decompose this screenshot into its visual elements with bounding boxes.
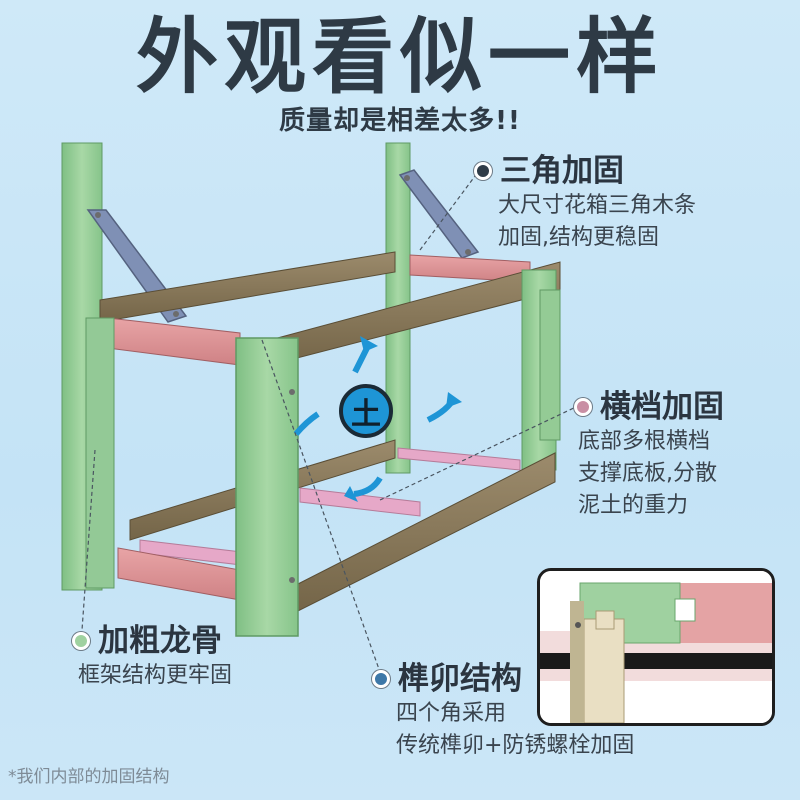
bolt-icon [404, 175, 410, 181]
arrow-head-icon [360, 336, 378, 352]
front-left-post [235, 337, 299, 637]
arrow-icon [293, 411, 320, 436]
bolt-icon [289, 389, 295, 395]
callout-crossbar-desc-1: 底部多根横档 [578, 429, 711, 454]
callout-crossbar-title: 横档加固 [600, 389, 724, 425]
callout-crossbar-desc-3: 泥土的重力 [578, 493, 689, 518]
page-subtitle: 质量却是相差太多!! [279, 106, 521, 136]
page-title: 外观看似一样 [135, 10, 664, 105]
footnote: *我们内部的加固结构 [8, 767, 170, 787]
bolt-icon [289, 577, 295, 583]
callout-keel: 加粗龙骨 框架结构更牢固 [72, 622, 232, 692]
bolt-icon [95, 212, 101, 218]
callout-crossbar: 横档加固 底部多根横档 支撑底板,分散 泥土的重力 [574, 388, 724, 522]
callout-crossbar-desc-2: 支撑底板,分散 [578, 461, 717, 486]
bullet-dot-icon [574, 398, 592, 416]
callout-tenon-desc-1: 四个角采用 [396, 701, 507, 726]
leader-line-tenon [261, 339, 381, 673]
soil-badge: 土 [339, 384, 393, 438]
tenon-joint-detail-inset [537, 568, 775, 726]
arrow-head-icon [446, 392, 462, 408]
callout-tenon: 榫卯结构 四个角采用 传统榫卯+防锈螺栓加固 [372, 660, 634, 762]
bolt-icon [465, 249, 471, 255]
bottom-crossbar-pink-1 [397, 447, 521, 471]
leader-line-keel [81, 449, 96, 631]
callout-triangle-desc-2: 加固,结构更稳固 [498, 225, 659, 250]
leader-line-triangle [419, 171, 479, 251]
top-back-rail [99, 251, 396, 323]
callout-triangle-desc-1: 大尺寸花箱三角木条 [498, 193, 697, 218]
bullet-dot-icon [474, 162, 492, 180]
arrow-icon [353, 476, 383, 497]
callout-triangle-title: 三角加固 [500, 153, 624, 189]
bullet-dot-icon [72, 632, 90, 650]
tenon-joint-detail-drawing [540, 571, 772, 723]
callout-tenon-title: 榫卯结构 [398, 661, 522, 697]
top-left-rail [107, 317, 241, 366]
leader-line-crossbar [379, 404, 581, 501]
callout-triangle: 三角加固 大尺寸花箱三角木条 加固,结构更稳固 [474, 152, 696, 254]
bottom-crossbar-pink-2 [299, 487, 421, 517]
bullet-dot-icon [372, 670, 390, 688]
callout-keel-title: 加粗龙骨 [98, 623, 222, 659]
right-triangle-brace [398, 169, 480, 259]
callout-tenon-desc-2: 传统榫卯+防锈螺栓加固 [396, 733, 635, 758]
front-left-post-side [85, 317, 115, 589]
back-right-lower-post [539, 289, 561, 441]
arrow-head-icon [344, 486, 358, 502]
bolt-icon [173, 311, 179, 317]
callout-keel-desc-1: 框架结构更牢固 [78, 663, 233, 688]
